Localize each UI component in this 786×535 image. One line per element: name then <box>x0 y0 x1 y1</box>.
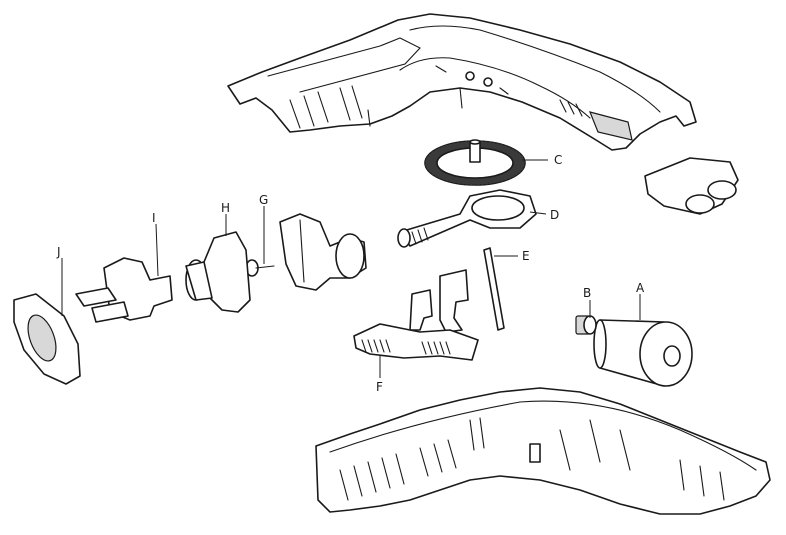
label-e: E <box>522 249 530 263</box>
leader-lines <box>61 159 641 378</box>
gear-c <box>424 139 526 186</box>
label-h: H <box>221 201 230 215</box>
battery-clip <box>644 157 739 215</box>
upper-housing <box>227 13 697 151</box>
lens-mount-h <box>185 231 251 313</box>
labels: A B C D E F G H I J <box>56 153 645 394</box>
cap-j <box>13 293 81 385</box>
part-b <box>575 315 597 335</box>
label-j: J <box>56 245 61 259</box>
lens-holder-d <box>397 189 537 248</box>
label-a: A <box>636 281 645 295</box>
label-b: B <box>583 286 591 300</box>
sensor-barrel <box>279 213 367 291</box>
label-d: D <box>550 208 559 222</box>
cone-i <box>75 257 173 323</box>
label-g: G <box>259 193 268 207</box>
pin-g <box>245 259 275 277</box>
contact-springs <box>409 269 469 333</box>
battery-a <box>593 319 693 387</box>
label-i: I <box>152 211 156 225</box>
label-f: F <box>376 380 383 394</box>
rod-e <box>483 247 505 331</box>
lower-housing <box>315 387 771 515</box>
label-c: C <box>554 153 562 167</box>
trigger-f <box>353 323 479 361</box>
